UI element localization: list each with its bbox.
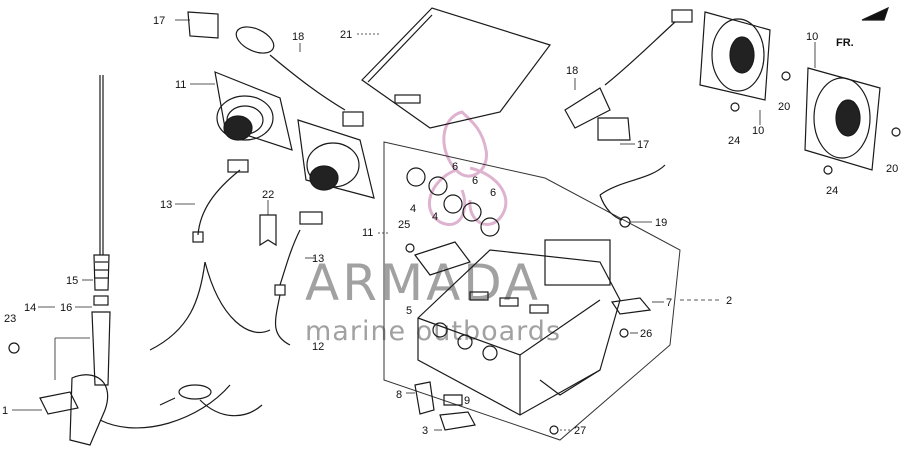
- screw-24b-icon: [823, 165, 833, 175]
- callout-11-mid: 11: [362, 227, 373, 239]
- callout-26: 26: [640, 328, 652, 340]
- screw-icon: [8, 342, 20, 354]
- speaker-left: [214, 71, 293, 151]
- watermark-logo-icon: [428, 110, 508, 226]
- antenna-bracket: [39, 391, 79, 415]
- antenna-coil: [93, 254, 110, 291]
- screw-27-icon: [549, 425, 559, 435]
- spring-9: [443, 394, 463, 406]
- antenna-tube: [91, 311, 111, 386]
- plate-3: [439, 411, 476, 431]
- callout-11-left: 11: [175, 79, 186, 91]
- speaker-right-rear: [699, 11, 771, 101]
- nut-20a-icon: [781, 71, 791, 81]
- clip-22: [259, 214, 277, 247]
- callout-22: 22: [262, 189, 274, 201]
- callout-5: 5: [406, 305, 412, 317]
- callout-labels: 17 18 21 11 13 22 13 11 15 14 16 23 1 12…: [2, 15, 898, 437]
- antenna-assembly: [8, 75, 263, 446]
- callout-13-right: 13: [312, 253, 324, 265]
- speaker-right-front: [804, 67, 881, 171]
- callout-15: 15: [66, 275, 78, 287]
- callout-6c: 6: [490, 187, 496, 199]
- antenna-nut: [93, 295, 109, 306]
- antenna-base: [69, 374, 109, 446]
- lead-18-right: [564, 9, 693, 129]
- cover-21: [361, 7, 551, 129]
- callout-1: 1: [2, 405, 8, 417]
- callout-20a: 20: [778, 101, 790, 113]
- bracket-17-right: [597, 117, 631, 141]
- bracket-8: [414, 381, 435, 415]
- callout-23: 23: [4, 313, 16, 325]
- callout-12: 12: [312, 341, 324, 353]
- control-unit: [414, 239, 621, 416]
- callout-25: 25: [398, 219, 410, 231]
- callout-18-left: 18: [292, 31, 304, 43]
- callout-17-right: 17: [637, 139, 649, 151]
- callout-19: 19: [655, 217, 667, 229]
- antenna-cable: [99, 384, 231, 429]
- callout-14: 14: [24, 302, 36, 314]
- screw-25-icon: [405, 243, 415, 253]
- callout-21: 21: [340, 29, 352, 41]
- callout-9: 9: [464, 395, 470, 407]
- callout-6a: 6: [452, 161, 458, 173]
- leader-lines: [12, 19, 816, 431]
- callout-3: 3: [422, 425, 428, 437]
- callout-4a: 4: [410, 203, 416, 215]
- callout-10a: 10: [752, 125, 764, 137]
- direction-label: FR.: [836, 37, 854, 49]
- callout-13-left: 13: [160, 199, 172, 211]
- bracket-7: [610, 297, 652, 315]
- callout-16: 16: [60, 302, 72, 314]
- nut-20b-icon: [891, 127, 901, 137]
- callout-6b: 6: [472, 175, 478, 187]
- callout-8: 8: [396, 389, 402, 401]
- callout-10b: 10: [806, 31, 818, 43]
- callout-27: 27: [574, 425, 586, 437]
- bracket-17-left: [187, 11, 219, 39]
- watermark-tagline: marine outboards: [305, 316, 561, 347]
- callout-24a: 24: [728, 135, 740, 147]
- screw-26-icon: [619, 328, 629, 338]
- control-unit-group: [383, 141, 681, 441]
- callout-24b: 24: [826, 185, 838, 197]
- callout-7: 7: [666, 297, 672, 309]
- callout-20b: 20: [886, 163, 898, 175]
- callout-4b: 4: [432, 211, 438, 223]
- knob-set: [406, 167, 500, 237]
- speaker-middle: [297, 119, 375, 199]
- watermark-brand: ARMADA: [305, 254, 541, 312]
- wire-harness: [149, 159, 323, 351]
- front-arrow-icon: [861, 6, 890, 21]
- callout-17-left: 17: [153, 15, 165, 27]
- lead-18-left: [235, 26, 364, 127]
- screw-24a-icon: [730, 102, 740, 112]
- cable-connector: [178, 384, 212, 400]
- callout-18-right: 18: [566, 65, 578, 77]
- callout-2: 2: [726, 295, 732, 307]
